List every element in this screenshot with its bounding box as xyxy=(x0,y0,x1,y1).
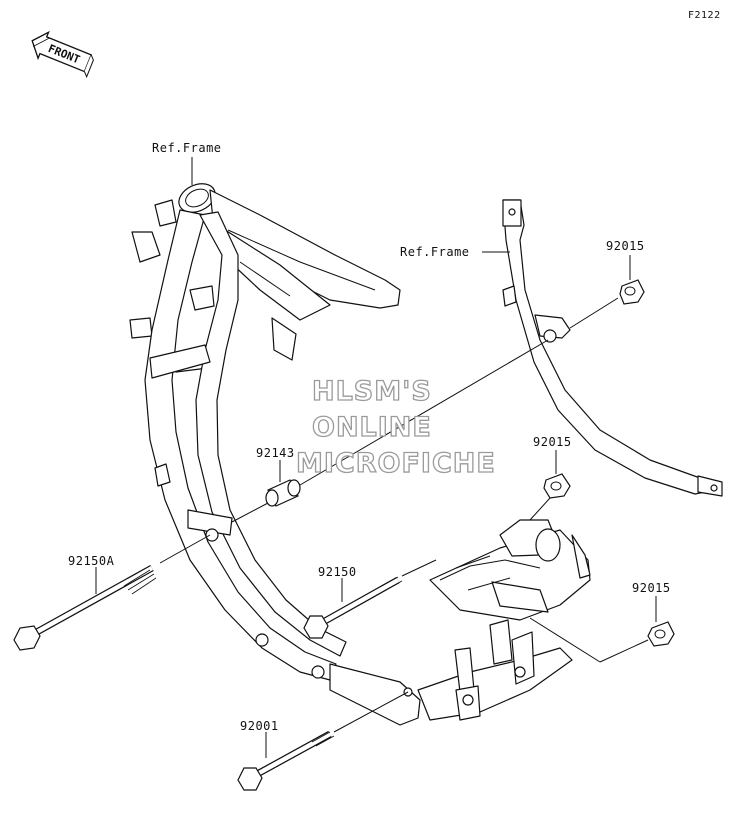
page-code: F2122 xyxy=(688,10,721,21)
part-label-92015-top: 92015 xyxy=(606,239,645,253)
part-label-92015-middle: 92015 xyxy=(533,435,572,449)
part-label-92150a: 92150A xyxy=(68,554,115,568)
nut-92015-top xyxy=(619,255,645,305)
bolt-92150 xyxy=(303,576,403,639)
watermark-line-1: HLSM'S xyxy=(312,376,432,407)
part-label-92015-lower: 92015 xyxy=(632,581,671,595)
bolt-92001 xyxy=(237,730,335,791)
watermark-line-3: MICROFICHE xyxy=(296,448,496,479)
watermark: HLSM'S ONLINE MICROFICHE xyxy=(295,375,496,479)
main-frame-reference xyxy=(129,183,573,726)
collar-92143 xyxy=(265,460,301,507)
ref-frame-label-right: Ref.Frame xyxy=(400,245,470,259)
ref-frame-label-left: Ref.Frame xyxy=(152,141,222,155)
front-arrow-icon: FRONT xyxy=(31,30,94,79)
rear-frame-rail-reference xyxy=(502,199,723,497)
watermark-line-2: ONLINE xyxy=(312,412,432,443)
nut-92015-middle xyxy=(543,450,571,499)
part-label-92143: 92143 xyxy=(256,446,295,460)
engine-cradle-reference xyxy=(429,519,591,621)
nut-92015-lower xyxy=(647,596,675,647)
part-label-92150: 92150 xyxy=(318,565,357,579)
bolt-92150a xyxy=(13,564,157,651)
part-label-92001: 92001 xyxy=(240,719,279,733)
